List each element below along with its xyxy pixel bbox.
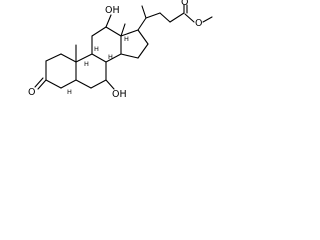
ring-d [120, 29, 149, 59]
oh-7-label: OH [112, 89, 127, 100]
h9-label: H [108, 53, 113, 61]
ring-b [75, 53, 107, 89]
methyl-c13 [120, 23, 126, 37]
ketone-group [34, 77, 47, 90]
ring-a [45, 53, 77, 89]
oh-7-bond [105, 79, 115, 90]
ketone-o-label: O [28, 87, 35, 98]
molecule-structure: OH O OH O O H H H H H [28, 0, 213, 100]
ring-c [91, 26, 122, 63]
h17-label: H [124, 35, 129, 43]
side-chain [137, 4, 213, 31]
ester-ether-o-label: O [195, 18, 202, 29]
h14-label: H [84, 60, 89, 68]
ester-carbonyl-o-label: O [181, 0, 188, 8]
h8-label: H [94, 45, 99, 53]
oh-12-bond [105, 14, 112, 28]
h5-label: H [67, 88, 72, 96]
oh-12-label: OH [105, 5, 120, 16]
